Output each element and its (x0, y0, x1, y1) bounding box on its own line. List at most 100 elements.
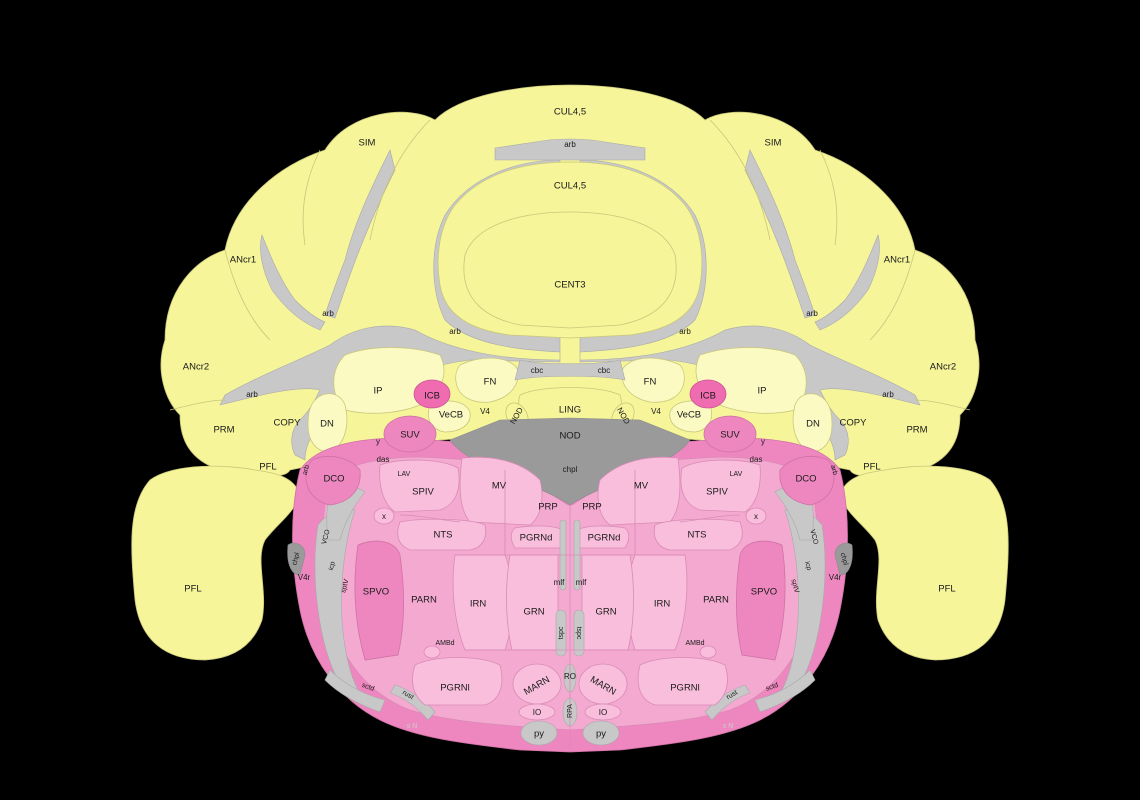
label-dco-left: DCO (323, 474, 344, 485)
label-das-right: das (750, 455, 763, 464)
label-arb-right3: arb (882, 390, 894, 399)
pfl-left-lobe (131, 465, 299, 661)
label-cent3: CENT3 (554, 280, 585, 291)
arb-top (494, 138, 646, 161)
tspc-right (573, 609, 585, 657)
label-rust-right: rust (725, 689, 739, 701)
label-fn-left: FN (484, 377, 497, 388)
arb-branch-right-upper (744, 149, 816, 319)
label-x-right: x (754, 512, 758, 521)
dco-left-ring (305, 456, 361, 506)
suv-left (383, 415, 437, 453)
cul-inner-outline (437, 161, 703, 339)
label-ancr2-left: ANcr2 (183, 362, 209, 373)
label-y-right: y (761, 437, 765, 446)
label-spiv-right: SPIV (706, 487, 728, 498)
label-ling: LING (559, 405, 581, 416)
label-mlf-left: mlf (554, 578, 565, 587)
cerebellum (131, 84, 1009, 661)
label-spvo-left: SPVO (363, 587, 389, 598)
label-pfl-left-upper: PFL (259, 462, 276, 473)
spvo-left (354, 540, 404, 661)
label-nod-center: NOD (559, 431, 580, 442)
label-v4-right: V4 (651, 407, 661, 416)
medulla (287, 415, 853, 753)
icb-right (689, 379, 727, 409)
label-py-right: py (596, 729, 606, 740)
label-ro: RO (564, 672, 576, 681)
label-mlf-right: mlf (576, 578, 587, 587)
sptv-right (781, 507, 826, 693)
grn-left-area (506, 554, 559, 651)
label-mv-left: MV (492, 481, 507, 492)
label-chpl-left: chpl (291, 552, 301, 567)
label-dn-left: DN (320, 419, 334, 430)
label-cul-top: CUL4,5 (554, 107, 586, 118)
label-py-left: py (534, 729, 544, 740)
sim-divisions (169, 119, 971, 411)
chpl-left-side (287, 542, 306, 576)
label-nts-left: NTS (434, 530, 453, 541)
chpl-right-side (834, 542, 853, 576)
label-rpa: RPA (567, 704, 574, 718)
label-arb-right4: arb (829, 464, 838, 476)
label-pfl-left: PFL (184, 584, 201, 595)
label-sptv-left: sptV (340, 578, 350, 594)
label-vco-right: VCO (808, 529, 819, 546)
py-left (520, 720, 558, 746)
label-arb-left1: arb (322, 309, 334, 318)
label-pgrnd-left: PGRNd (520, 533, 553, 544)
label-sctd-right: sctd (765, 682, 780, 693)
label-arb-left3: arb (246, 390, 258, 399)
spiv-left (379, 459, 460, 513)
io-left (518, 703, 556, 721)
label-sctd-left: sctd (361, 682, 376, 693)
label-prm-right: PRM (906, 425, 927, 436)
label-das-left: das (377, 455, 390, 464)
label-lav-left: LAV (398, 471, 411, 478)
label-cbc-right: cbc (598, 366, 610, 375)
label-icb-left: ICB (424, 391, 440, 402)
x-right (745, 507, 767, 525)
label-nts-right: NTS (688, 530, 707, 541)
label-grn-left: GRN (523, 607, 544, 618)
label-dn-right: DN (806, 419, 820, 430)
label-x-left: x (382, 512, 386, 521)
label-cul-mid: CUL4,5 (554, 181, 586, 192)
medulla-division-lines (399, 470, 741, 750)
label-fn-right: FN (644, 377, 657, 388)
x-left (373, 507, 395, 525)
label-lav-right: LAV (730, 471, 743, 478)
label-sptv-right: sptV (789, 578, 799, 594)
label-ip-left: IP (374, 386, 383, 397)
label-suv-left: SUV (400, 430, 420, 441)
label-ip-right: IP (758, 386, 767, 397)
tspc-left (555, 609, 567, 657)
label-rust-left: rust (401, 689, 415, 701)
label-parn-right: PARN (703, 595, 729, 606)
label-y-left: y (376, 437, 380, 446)
label-pfl-right-upper: PFL (863, 462, 880, 473)
rust-right (704, 684, 751, 721)
label-sim-left: SIM (359, 138, 376, 149)
cbc (514, 359, 626, 381)
label-arb-left4: arb (302, 464, 311, 476)
spvo-right (736, 540, 786, 661)
grn-right-area (581, 554, 634, 651)
label-ancr1-right: ANcr1 (884, 255, 910, 266)
label-ancr1-left: ANcr1 (230, 255, 256, 266)
label-vco-left: VCO (321, 528, 332, 545)
label-icb-right: ICB (700, 391, 716, 402)
label-parn-left: PARN (411, 595, 437, 606)
label-sim-right: SIM (765, 138, 782, 149)
label-copy-right: COPY (840, 418, 868, 429)
sctd-right (754, 669, 816, 713)
label-arb-top: arb (564, 140, 576, 149)
label-ambd-left: AMBd (435, 640, 454, 647)
label-mv-right: MV (634, 481, 649, 492)
pfl-right-lobe (841, 465, 1009, 661)
label-v4r-right: V4r (829, 573, 842, 582)
label-irn-right: IRN (654, 599, 671, 610)
sptv-left (314, 507, 359, 693)
